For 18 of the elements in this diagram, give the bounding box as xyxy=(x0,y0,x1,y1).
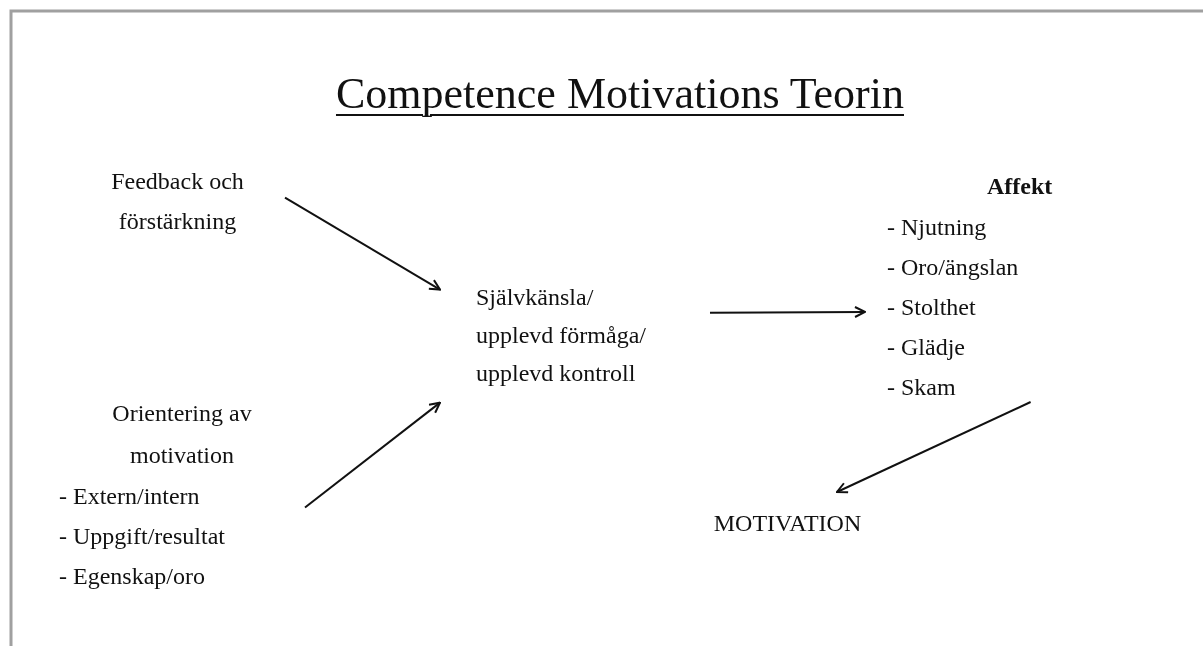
list-item: - Extern/intern xyxy=(59,482,201,511)
node-text: MOTIVATION xyxy=(713,509,862,538)
node-heading: Orientering av motivation xyxy=(111,399,253,470)
list-item: - Skam xyxy=(887,373,957,402)
list-item: - Glädje xyxy=(887,333,966,362)
arrow xyxy=(284,196,441,291)
node-text: Självkänsla/ upplevd förmåga/ upplevd kontroll xyxy=(476,282,647,388)
diagram-title: Competence Motivations Teorin xyxy=(335,68,905,120)
arrow xyxy=(304,401,441,509)
arrow xyxy=(835,401,1032,494)
list-item: - Njutning xyxy=(887,213,988,242)
list-item: - Oro/ängslan xyxy=(887,253,1020,282)
arrow xyxy=(709,306,866,318)
node-text: Feedback och förstärkning xyxy=(110,167,245,236)
node-heading: Affekt xyxy=(986,172,1054,201)
list-item: - Stolthet xyxy=(887,293,977,322)
list-item: - Egenskap/oro xyxy=(59,562,206,591)
list-item: - Uppgift/resultat xyxy=(59,522,226,551)
